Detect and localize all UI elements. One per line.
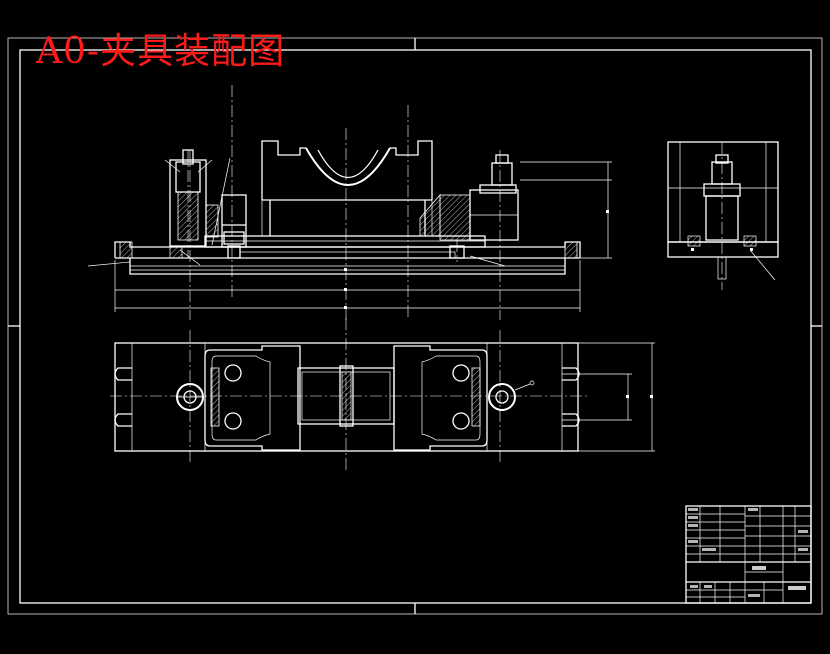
outer-frame <box>7 37 823 615</box>
side-view <box>667 141 779 290</box>
top-view <box>110 318 655 470</box>
title-block <box>685 505 812 604</box>
front-view <box>87 85 612 320</box>
drawing-title: A0-夹具装配图 <box>36 31 286 72</box>
